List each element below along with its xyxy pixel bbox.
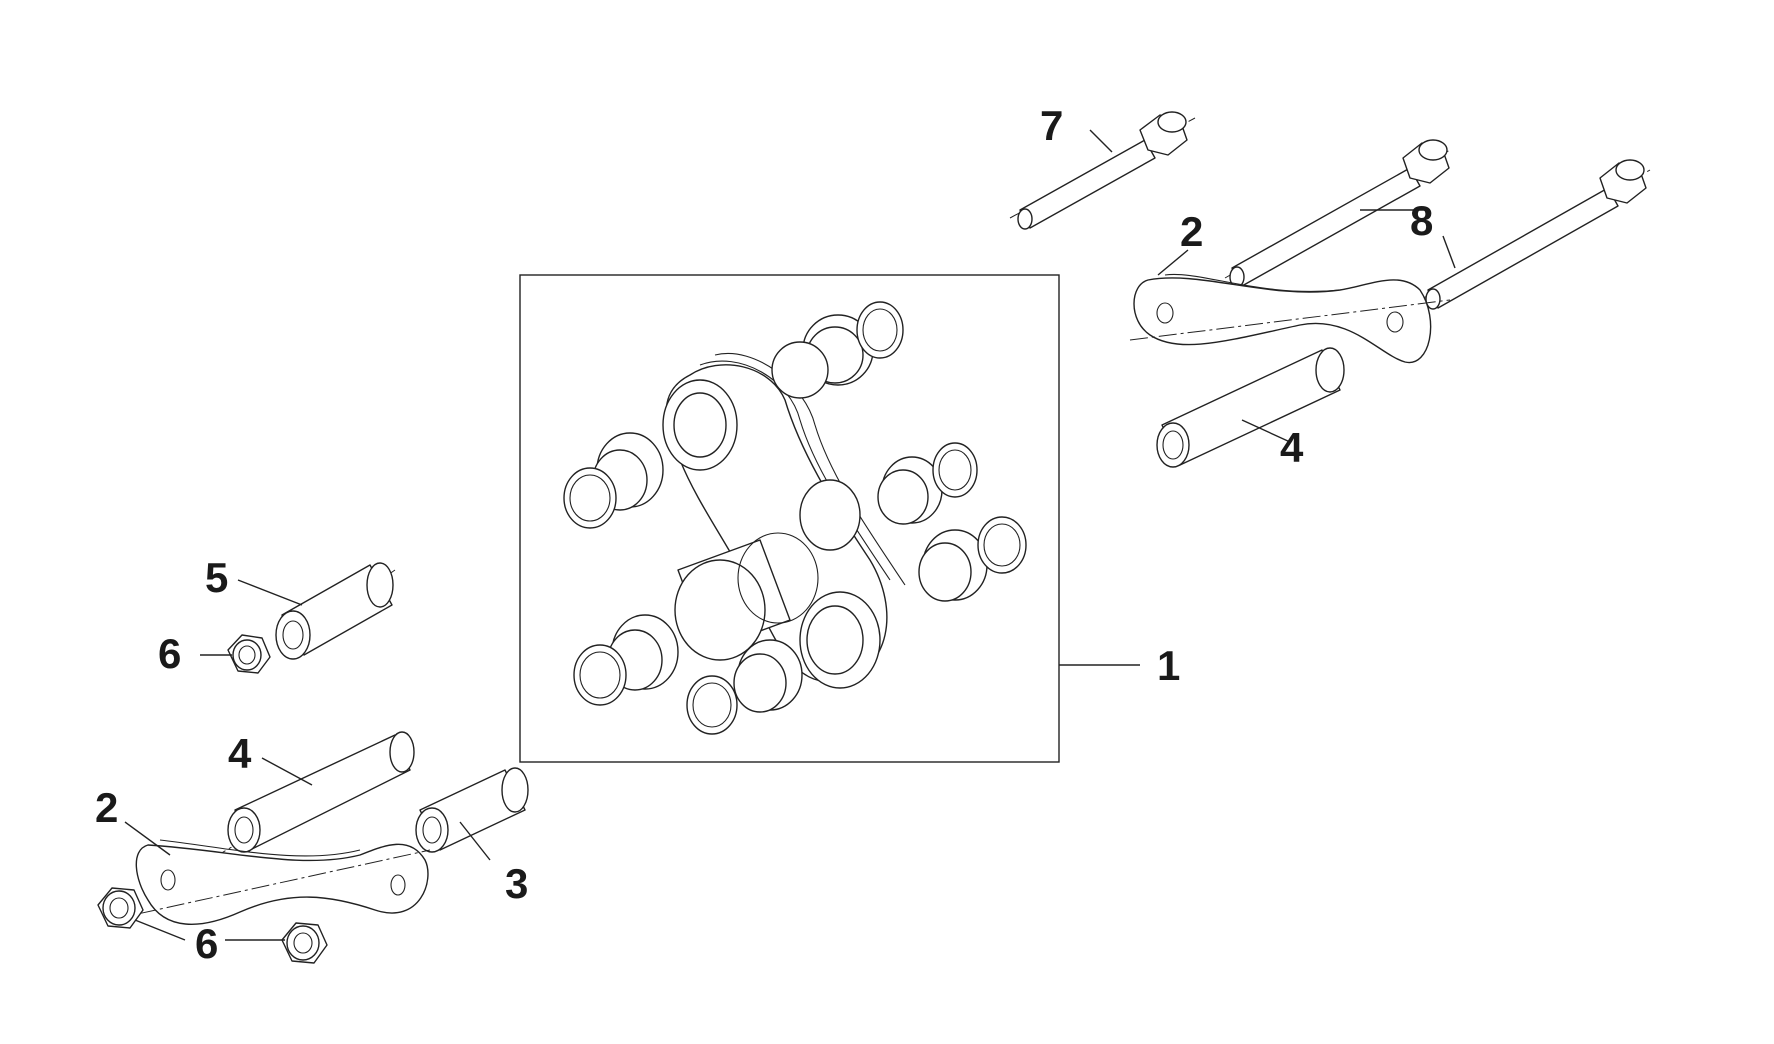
bolt-short bbox=[1009, 111, 1196, 230]
link-upper-boss bbox=[662, 379, 738, 471]
assembly-frame bbox=[519, 274, 1060, 763]
callout-2-upper: 2 bbox=[1180, 208, 1203, 255]
callout-1: 1 bbox=[1157, 642, 1180, 689]
bushing-right-lower bbox=[918, 516, 1027, 602]
side-plate-lower bbox=[109, 839, 431, 925]
nut-lower-right bbox=[281, 922, 328, 964]
nut-lower-left bbox=[97, 887, 144, 929]
callout-7: 7 bbox=[1040, 102, 1063, 149]
callout-6-upper: 6 bbox=[158, 630, 181, 677]
callout-4-lower: 4 bbox=[228, 730, 252, 777]
nut-upper bbox=[227, 634, 271, 674]
callout-4-upper: 4 bbox=[1280, 424, 1304, 471]
leader-lines bbox=[124, 129, 1456, 941]
bushing-left-lower bbox=[573, 614, 679, 706]
link-center-tube bbox=[674, 532, 819, 661]
callout-5: 5 bbox=[205, 554, 228, 601]
spacer-tube-lower bbox=[209, 731, 415, 861]
callout-6-lower: 6 bbox=[195, 920, 218, 967]
callout-8: 8 bbox=[1410, 197, 1433, 244]
callout-3: 3 bbox=[505, 860, 528, 907]
spacer-short bbox=[275, 562, 396, 660]
callout-2-lower: 2 bbox=[95, 784, 118, 831]
bolt-long-b bbox=[1419, 159, 1651, 310]
spacer-medium bbox=[415, 767, 529, 853]
link-lower-boss bbox=[799, 591, 881, 689]
bushing-upper-right bbox=[771, 301, 904, 399]
callout-labels: 1 2 2 3 4 4 5 6 6 7 8 bbox=[95, 102, 1433, 967]
bushing-right-middle bbox=[877, 442, 978, 525]
spacer-tube-upper bbox=[1156, 347, 1345, 468]
link-rear-boss bbox=[799, 479, 861, 551]
side-plate-upper bbox=[1129, 273, 1451, 364]
link-assembly bbox=[519, 274, 1060, 763]
bushing-left-upper bbox=[563, 432, 664, 529]
bolt-long-a bbox=[1224, 139, 1451, 288]
bushing-bottom-center bbox=[686, 639, 803, 735]
